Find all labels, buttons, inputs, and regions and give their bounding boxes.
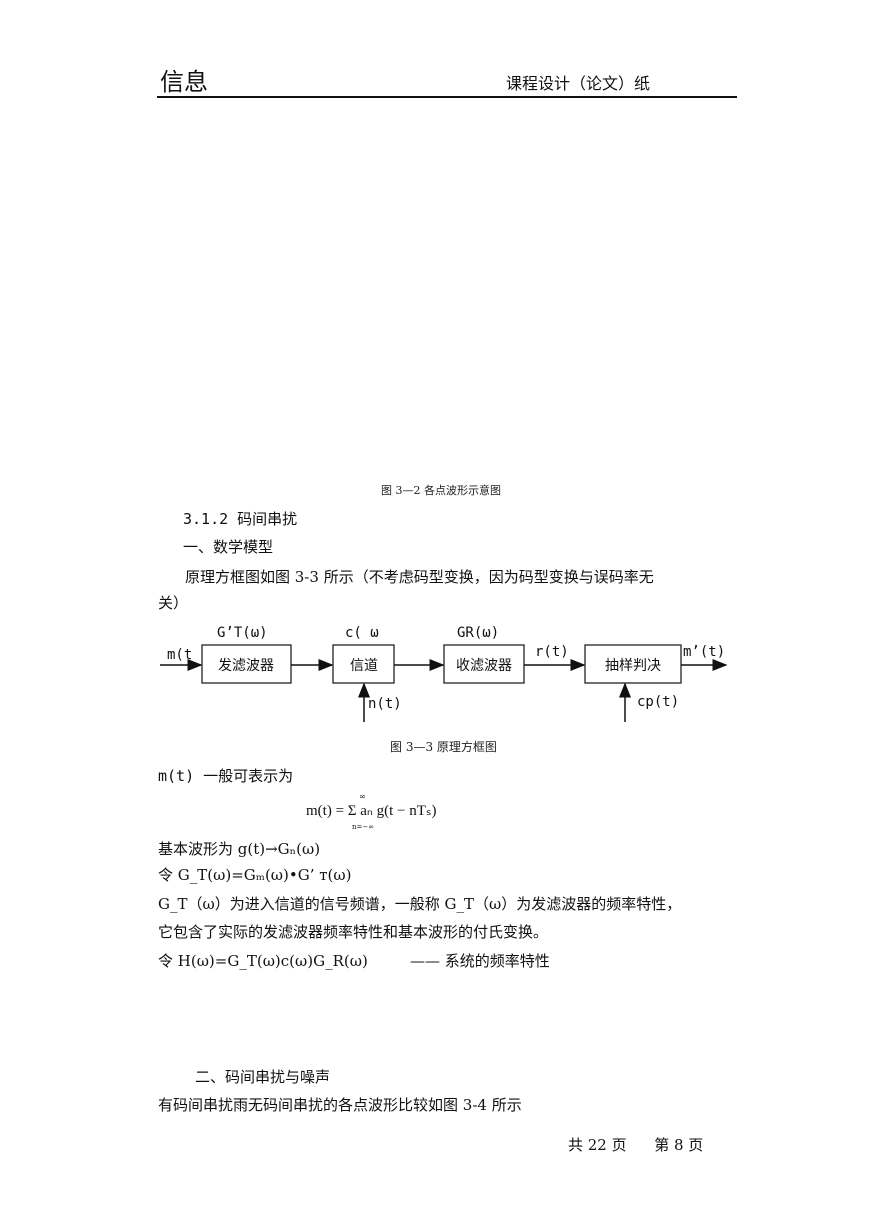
comparison-line: 有码间串扰雨无码间串扰的各点波形比较如图 3-4 所示 (158, 1096, 522, 1114)
subsection-1-heading: 一、数学模型 (183, 538, 274, 556)
header-title: 信息 (160, 68, 208, 96)
sum-upper-limit: ∞ (359, 792, 366, 801)
gt-description-line-2: 它包含了实际的发滤波器频率特性和基本波形的付氏变换。 (158, 923, 549, 941)
intro-line-1: 原理方框图如图 3-3 所示（不考虑码型变换，因为码型变换与误码率无 (185, 568, 654, 586)
header-subtitle: 课程设计（论文）纸 (506, 74, 651, 93)
rt-label: r(t) (535, 644, 569, 660)
block-1-label: 发滤波器 (218, 658, 274, 674)
clock-label: cp(t) (637, 694, 679, 710)
let-gt-line: 令 G_T(ω)=Gₘ(ω)•G’ ᴛ(ω) (158, 866, 352, 884)
figure-3-2-caption: 图 3—2 各点波形示意图 (381, 484, 501, 497)
let-h-description: —— 系统的频率特性 (410, 952, 550, 970)
input-label: m(t (167, 647, 192, 663)
block-sampler (584, 644, 682, 684)
output-label: m’(t) (683, 644, 725, 660)
let-h-line: 令 H(ω)=G_T(ω)c(ω)G_R(ω) (158, 952, 368, 970)
block-3-label: 收滤波器 (456, 658, 512, 674)
block-2-label: 信道 (350, 658, 378, 674)
total-pages: 共 22 页 (568, 1136, 627, 1154)
basic-wave-line: 基本波形为 g(t)→Gₙ(ω) (158, 840, 321, 858)
figure-3-3-caption: 图 3—3 原理方框图 (390, 740, 497, 754)
block-1-transfer: G’T(ω) (217, 625, 268, 641)
current-page: 第 8 页 (654, 1136, 704, 1154)
sum-lower-limit: n=−∞ (352, 823, 375, 831)
formula-text: m(t) = Σ aₙ g(t − nTₛ) (306, 803, 437, 819)
block-rx-filter (443, 644, 525, 684)
page-footer: 共 22 页 第 8 页 (568, 1134, 703, 1155)
intro-line-2: 关） (158, 594, 189, 612)
block-diagram: m(t G’T(ω) 发滤波器 c( ω 信道 n(t) GR(ω) 收滤波器 … (160, 625, 728, 722)
section-heading: 3.1.2 码间串扰 (183, 510, 298, 528)
subsection-2-heading: 二、码间串扰与噪声 (195, 1068, 331, 1086)
block-3-transfer: GR(ω) (457, 625, 499, 641)
gt-description-line-1: G_T（ω）为进入信道的信号频谱，一般称 G_T（ω）为发滤波器的频率特性， (158, 895, 682, 913)
m-expression-text: m(t) 一般可表示为 (158, 767, 294, 785)
block-2-transfer: c( ω (345, 625, 379, 641)
noise-label: n(t) (368, 696, 402, 712)
block-channel (332, 644, 395, 684)
block-tx-filter (201, 644, 292, 684)
block-4-label: 抽样判决 (605, 658, 661, 674)
header-rule (157, 96, 737, 98)
